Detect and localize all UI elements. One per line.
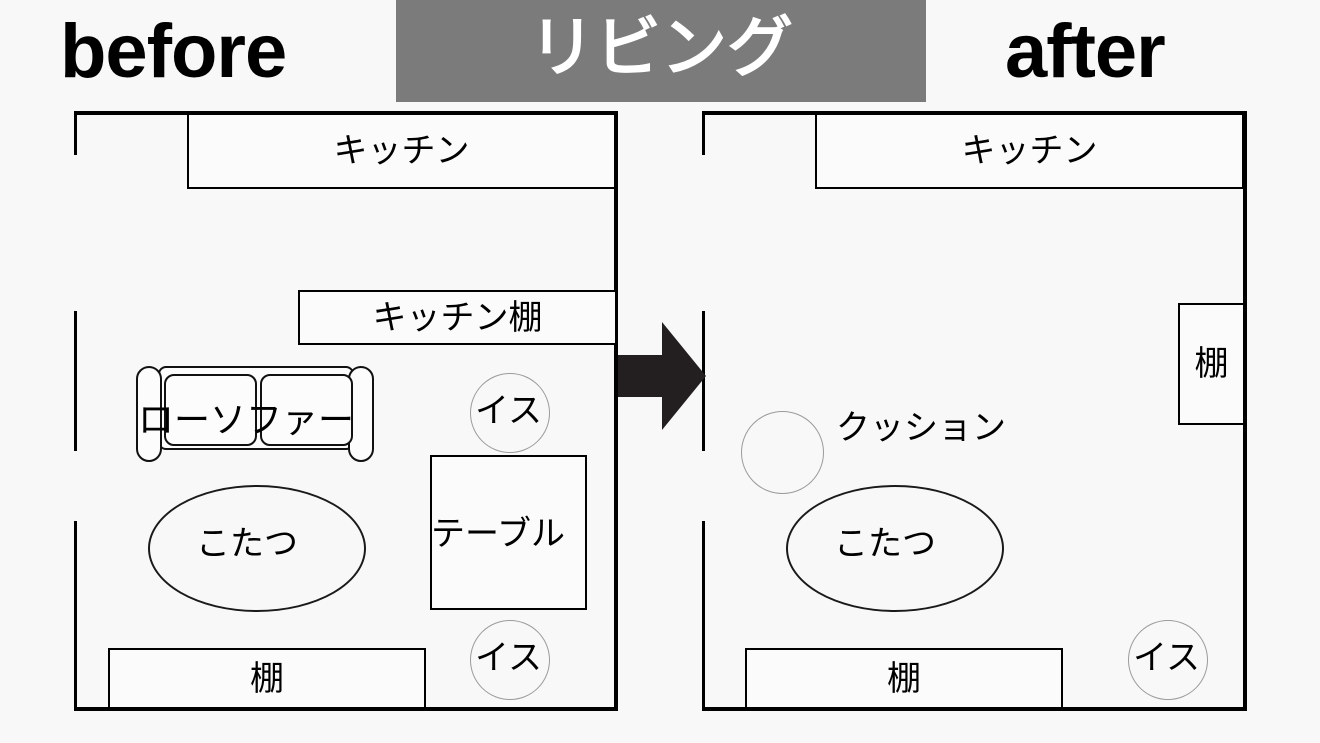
before-shelf-box[interactable]: 棚 [108, 648, 426, 709]
after-cushion-circle[interactable] [741, 411, 824, 494]
after-heading: after [1005, 9, 1166, 94]
before-kotatsu-label: こたつ [196, 525, 298, 563]
sofa-cushion-right [260, 374, 353, 446]
after-shelf-right-label: 棚 [1194, 345, 1229, 383]
after-kotatsu[interactable] [786, 485, 1004, 612]
sofa-cushion-left [164, 374, 257, 446]
after-wall-bottom [702, 707, 1247, 711]
before-chair-upper-label: イス [475, 392, 542, 430]
after-wall-left-upper [702, 111, 705, 155]
before-wall-right [614, 111, 618, 711]
before-kitchen-box[interactable]: キッチン [187, 113, 616, 189]
before-kitchen-label: キッチン [333, 132, 470, 170]
room-name-banner: リビング [396, 0, 926, 102]
before-table-box[interactable] [430, 455, 587, 610]
after-chair-circle[interactable] [1128, 620, 1208, 700]
before-table-label: テーブル [431, 515, 565, 553]
before-wall-left-upper [74, 111, 77, 155]
before-chair-lower[interactable] [470, 620, 550, 700]
before-chair-upper[interactable] [470, 373, 550, 453]
sofa-arm-left [136, 366, 162, 462]
after-cushion-label: クッション [836, 409, 1006, 447]
after-wall-left-lower [702, 521, 705, 711]
after-kitchen-label: キッチン [961, 132, 1098, 170]
after-shelf-bottom-label: 棚 [887, 659, 921, 698]
after-kotatsu-label: こたつ [834, 525, 936, 563]
before-shelf-label: 棚 [250, 659, 284, 698]
before-low-sofa-label: ローソファー [138, 399, 355, 440]
before-chair-lower-label: イス [475, 639, 542, 677]
after-kitchen-box[interactable]: キッチン [815, 113, 1244, 189]
after-wall-left-middle [702, 311, 705, 451]
room-name-banner-text: リビング [529, 10, 793, 84]
right-arrow-icon [618, 322, 706, 430]
before-heading: before [60, 9, 287, 94]
before-low-sofa[interactable] [136, 366, 374, 462]
before-wall-bottom [74, 707, 618, 711]
before-kitchen-shelf-box[interactable]: キッチン棚 [298, 290, 617, 345]
after-shelf-bottom-box[interactable]: 棚 [745, 648, 1063, 709]
before-wall-left-lower [74, 521, 77, 711]
before-wall-left-middle [74, 311, 77, 451]
before-kotatsu[interactable] [148, 485, 366, 612]
before-kitchen-shelf-label: キッチン棚 [372, 298, 543, 337]
after-wall-right [1243, 111, 1247, 711]
after-chair-label: イス [1133, 639, 1200, 677]
after-shelf-right-box[interactable]: 棚 [1178, 303, 1245, 425]
